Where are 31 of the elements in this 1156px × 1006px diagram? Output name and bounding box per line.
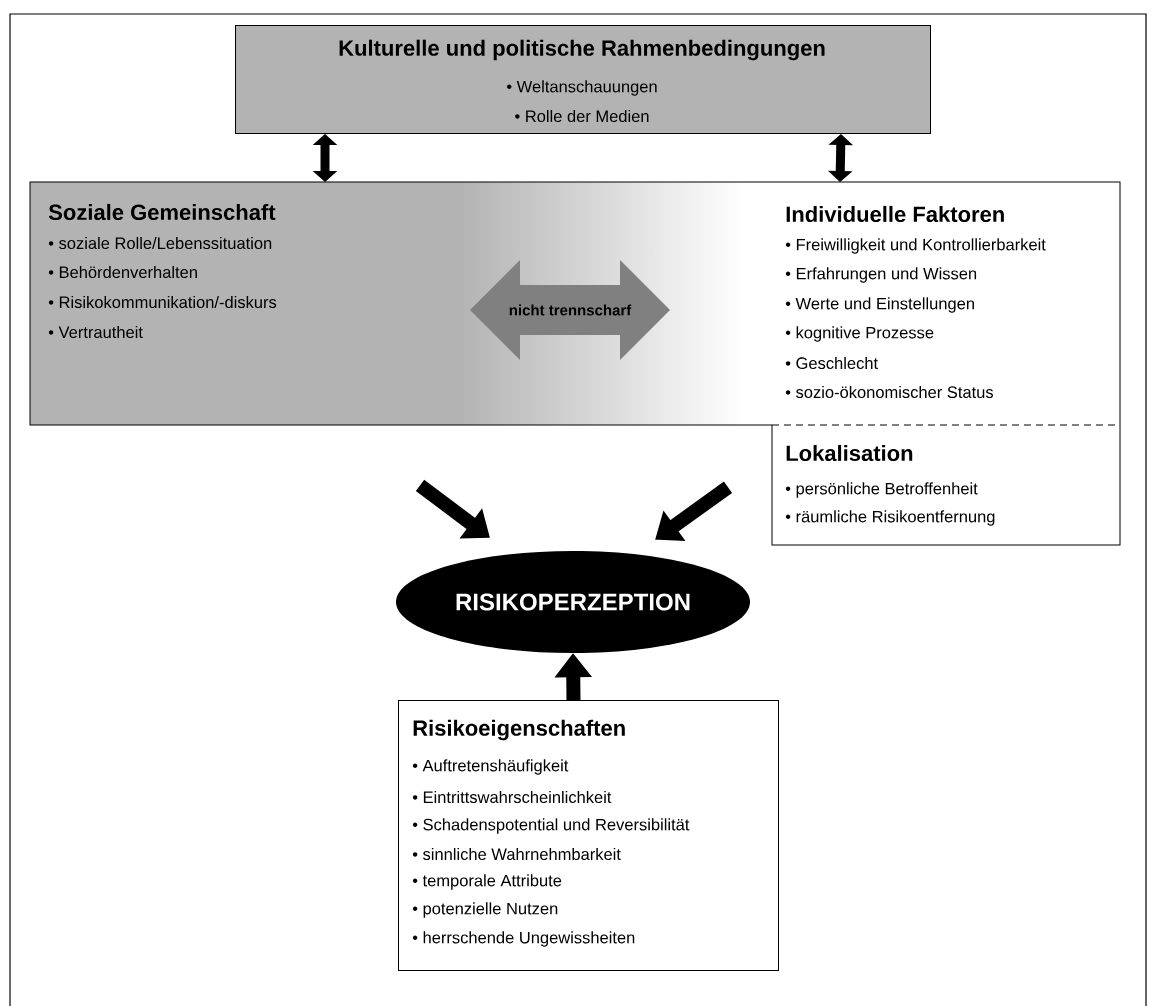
- bullet-item: • Schadenspotential und Reversibilität: [412, 818, 690, 834]
- bullet-item: • herrschende Ungewissheiten: [412, 931, 635, 947]
- factor-box: [398, 700, 779, 971]
- bullet-item: • soziale Rolle/Lebenssituation: [48, 236, 272, 250]
- bullet-item: • persönliche Betroffenheit: [785, 482, 978, 498]
- bullet-item: • Freiwilligkeit und Kontrollierbarkeit: [785, 238, 1046, 254]
- factor-box: [771, 424, 1121, 546]
- bullet-item: • Risikokommunikation/-diskurs: [48, 295, 277, 309]
- heading: Lokalisation: [786, 444, 913, 462]
- bullet-item: • sinnliche Wahrnehmbarkeit: [412, 847, 621, 861]
- bullet-item: • Auftretenshäufigkeit: [412, 759, 569, 775]
- bullet-item: • sozio-ökonomischer Status: [785, 385, 993, 399]
- heading: Kulturelle und politische Rahmenbedingungen: [339, 39, 825, 61]
- arrow: [312, 134, 338, 182]
- bullet-item: • Geschlecht: [785, 356, 878, 370]
- bullet-item: • Rolle der Medien: [515, 109, 649, 123]
- bullet-item: • kognitive Prozesse: [785, 326, 934, 342]
- group-box: [29, 181, 1121, 426]
- bullet-item: • Eintrittswahrscheinlichkeit: [412, 790, 612, 804]
- heading: Individuelle Faktoren: [786, 205, 1004, 223]
- bullet-item: • Behördenverhalten: [48, 265, 197, 279]
- bullet-item: • räumliche Risikoentfernung: [785, 510, 995, 526]
- context-box: [235, 25, 931, 134]
- bullet-item: • Vertrautheit: [48, 325, 143, 339]
- bullet-item: • Weltanschauungen: [507, 80, 657, 96]
- bullet-item: • potenzielle Nutzen: [412, 902, 558, 918]
- heading: Soziale Gemeinschaft: [48, 203, 276, 221]
- heading: Risikoeigenschaften: [413, 719, 625, 741]
- bullet-item: • Werte und Einstellungen: [785, 297, 974, 313]
- bullet-item: • temporale Attribute: [412, 874, 562, 890]
- bullet-item: • Erfahrungen und Wissen: [785, 267, 977, 283]
